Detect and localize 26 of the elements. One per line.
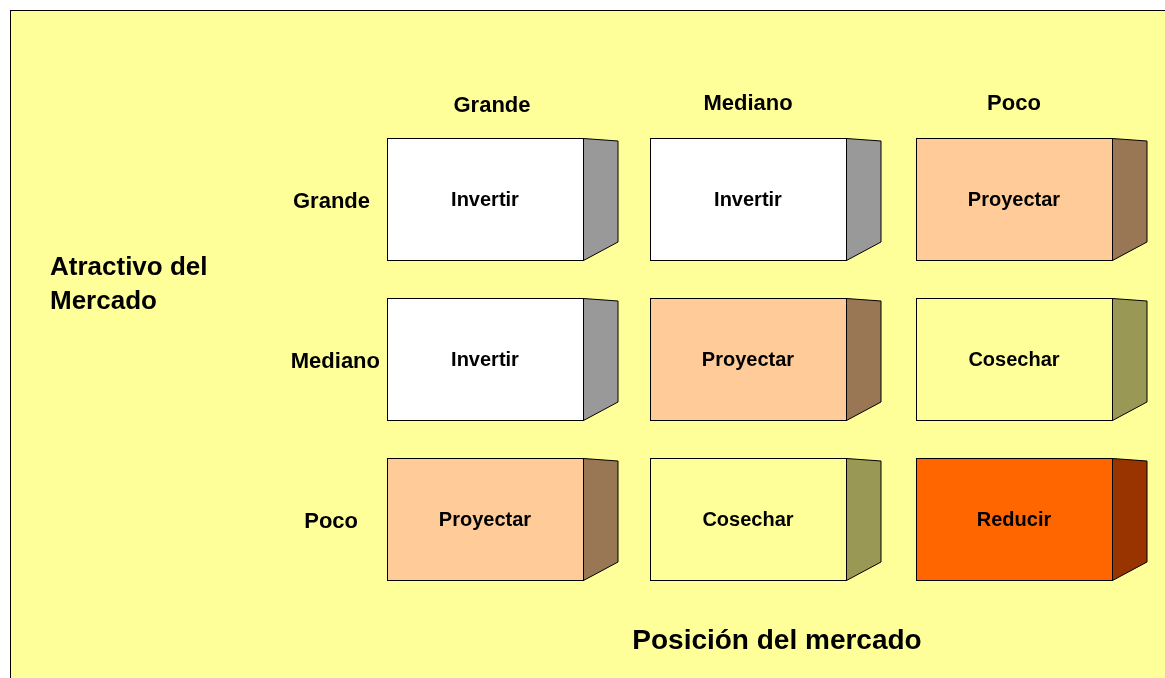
cube-drawing — [650, 298, 882, 422]
block-label: Invertir — [713, 186, 783, 212]
block-label: Proyectar — [437, 506, 533, 532]
row-heading: Grande — [292, 188, 370, 214]
block-label: Cosechar — [967, 346, 1061, 372]
block-label: Proyectar — [700, 346, 796, 372]
cube-drawing — [916, 298, 1148, 422]
row-heading: Mediano — [290, 348, 380, 374]
block-label: Invertir — [450, 346, 520, 372]
column-heading: Poco — [987, 90, 1041, 116]
block-label: Reducir — [975, 506, 1053, 532]
row-heading: Poco — [304, 508, 358, 534]
column-heading: Mediano — [703, 90, 793, 116]
cube-drawing — [387, 458, 619, 582]
cube-drawing — [650, 138, 882, 262]
column-heading: Grande — [453, 92, 531, 118]
cube-drawing — [916, 458, 1148, 582]
block-label: Proyectar — [966, 186, 1062, 212]
axis-title: Atractivo del Mercado — [50, 250, 209, 317]
cube-drawing — [387, 138, 619, 262]
axis-title: Posición del mercado — [632, 624, 922, 656]
cube-drawing — [916, 138, 1148, 262]
block-label: Cosechar — [701, 506, 795, 532]
block-label: Invertir — [450, 186, 520, 212]
cube-drawing — [650, 458, 882, 582]
cube-drawing — [387, 298, 619, 422]
